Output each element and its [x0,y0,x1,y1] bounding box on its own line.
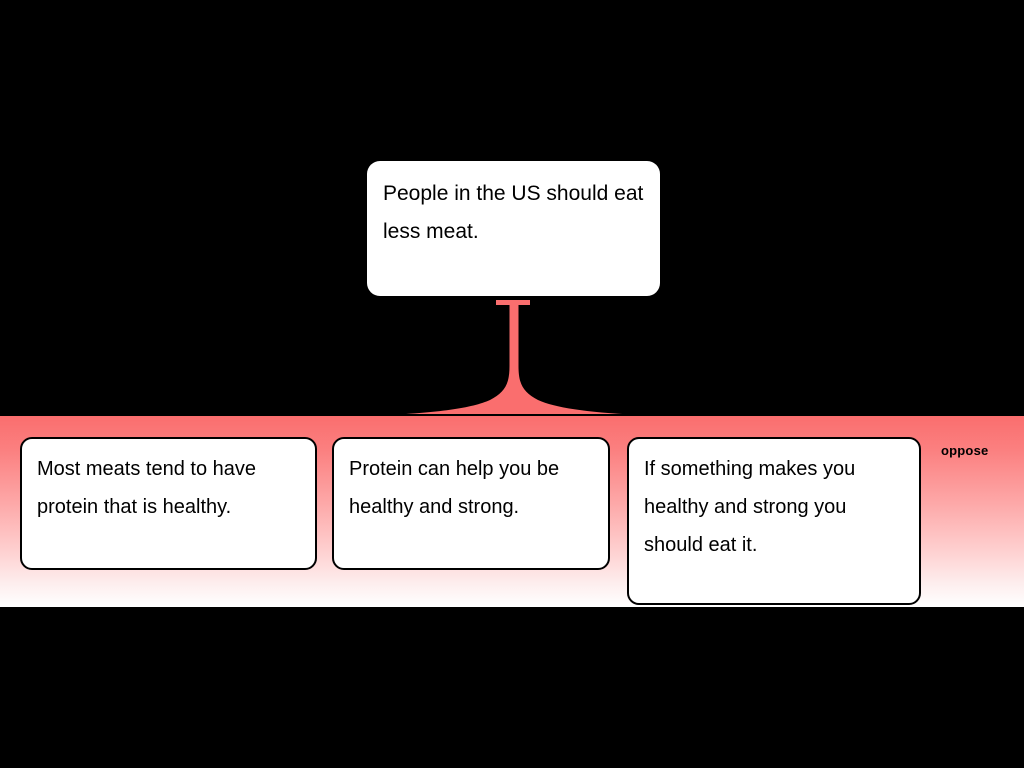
claim-text: People in the US should eat less meat. [383,182,644,243]
oppose-connector [0,296,1024,420]
reason-box-1[interactable]: Most meats tend to have protein that is … [20,437,317,570]
claim-box[interactable]: People in the US should eat less meat. [367,161,660,296]
relation-label-oppose: oppose [941,443,989,458]
connector-flare-icon [360,304,668,420]
reason-text-1: Most meats tend to have protein that is … [37,458,257,518]
reason-text-3: If something makes you healthy and stron… [644,458,856,556]
reason-box-3[interactable]: If something makes you healthy and stron… [627,437,921,605]
reason-box-2[interactable]: Protein can help you be healthy and stro… [332,437,610,570]
connector-cap-bar [496,300,530,305]
reason-text-2: Protein can help you be healthy and stro… [349,458,560,518]
